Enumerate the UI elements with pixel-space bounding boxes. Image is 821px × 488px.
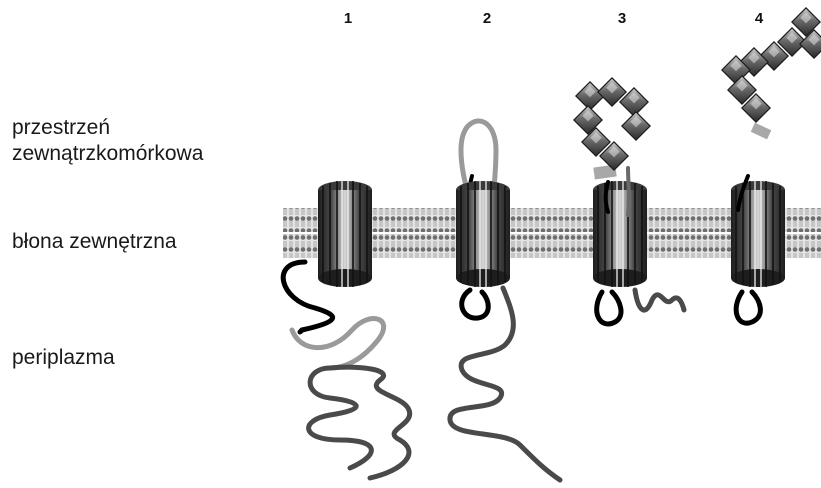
stage-4-released-passenger bbox=[722, 8, 821, 323]
folded-domain-icon bbox=[722, 8, 821, 122]
beta-barrel-icon bbox=[593, 181, 647, 287]
stage-2-hairpin-insertion bbox=[450, 121, 560, 480]
folded-domain-icon bbox=[574, 78, 650, 170]
beta-barrel-icon bbox=[456, 181, 510, 287]
beta-barrel-icon bbox=[318, 181, 372, 287]
stage-3-passenger-folding bbox=[574, 78, 684, 324]
